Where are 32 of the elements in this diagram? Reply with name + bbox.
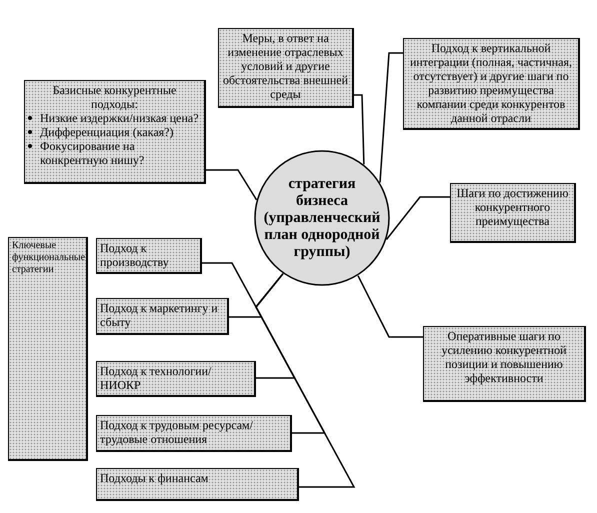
connector-line — [386, 196, 450, 240]
box-text: Подход к производству — [100, 241, 170, 269]
list-item: Низкие издержки/низкая цена? — [40, 111, 199, 125]
text-box — [423, 326, 586, 402]
box-text: Подход к вертикальной интеграции (полная, частичная, отсутствует) и другие шаги по развитию преимущества компании среди конкурентов данной отрасли — [408, 41, 574, 125]
text-box — [8, 237, 88, 461]
connector-line — [379, 52, 403, 183]
box-heading: Базисные конкурентные подходы: — [52, 83, 178, 111]
box-text: Подход к маркетингу и сбыту — [100, 301, 219, 329]
list-item: Дифференциация (какая?) — [40, 125, 174, 139]
box-text: Меры, в ответ на изменение отраслевых условий и другие обстоятельства внешней среды — [222, 31, 349, 101]
text-box — [96, 298, 229, 335]
box-text: Подход к трудовым ресурсам/трудовые отношения — [100, 418, 254, 446]
circle-text: стратегия бизнеса (управленческий план однородной группы) — [263, 176, 381, 260]
text-box — [96, 361, 256, 397]
text-box — [96, 415, 292, 452]
box-text: Оперативные шаги по усилению конкурентной позиции и повышению эффективности — [440, 329, 568, 385]
text-box — [218, 28, 354, 108]
box-text: Шаги по достижению конкурентного преимущества — [456, 186, 570, 228]
strategy-circle — [254, 150, 390, 286]
connector-line — [354, 94, 365, 164]
text-box — [24, 80, 206, 184]
text-box — [96, 238, 202, 274]
connector-line — [206, 169, 258, 200]
box-text: Подходы к финансам — [100, 471, 210, 485]
connector-line — [255, 273, 356, 488]
box-text: Ключевые функциональные стратегии — [12, 240, 83, 276]
text-box — [96, 468, 299, 501]
text-box — [450, 183, 576, 243]
connector-line — [357, 275, 423, 338]
box-text: Подход к технологии/НИОКР — [100, 364, 212, 392]
list-item: Фокусирование на конкрентную нишу? — [40, 139, 146, 167]
